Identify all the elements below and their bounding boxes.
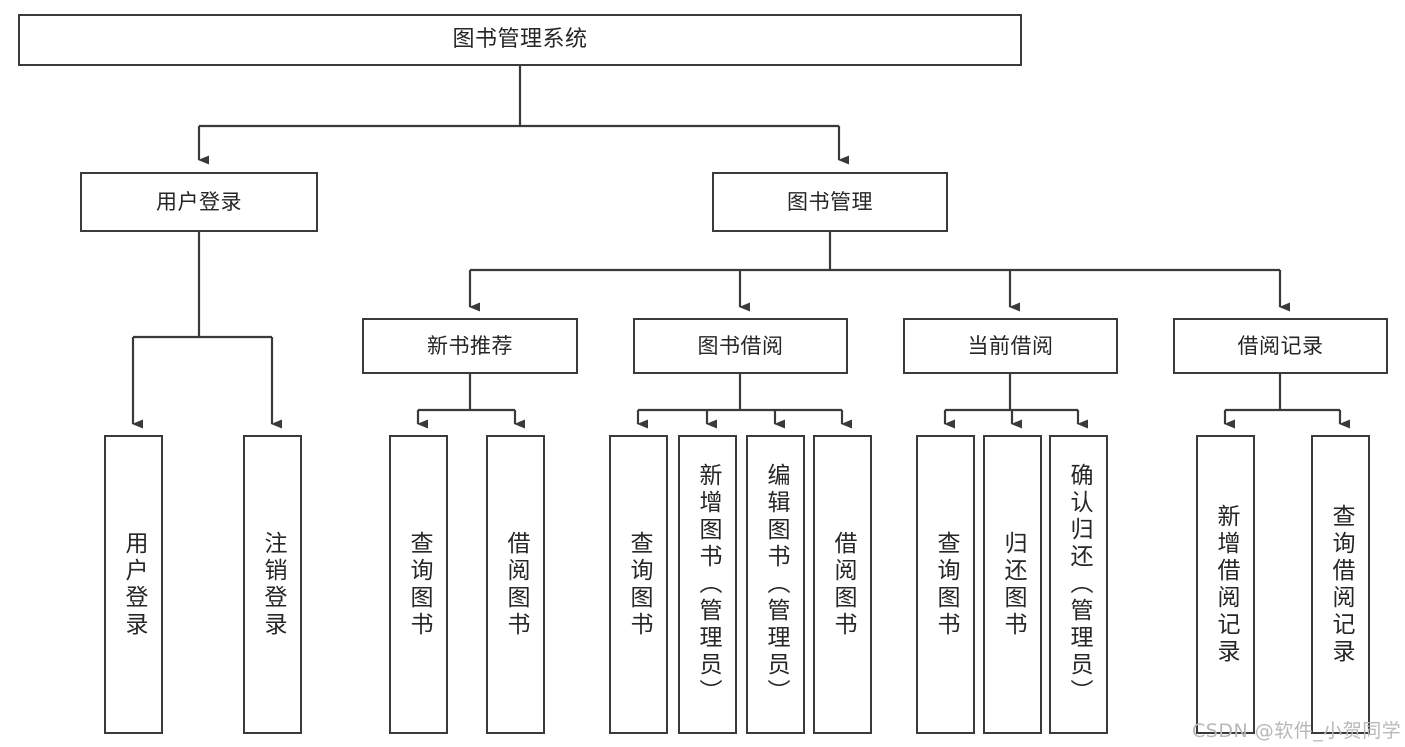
leaf-label: 编辑图书（管理员） <box>763 463 789 706</box>
leaf-label: 借阅图书 <box>830 530 856 639</box>
leaf-label: 归还图书 <box>1000 530 1026 639</box>
leaf-label: 确认归还（管理员） <box>1066 463 1092 706</box>
node-user-login[interactable]: 用户登录 <box>80 172 318 232</box>
leaf-label: 用户登录 <box>121 530 147 639</box>
leaf-borrow-edit-book-admin[interactable]: 编辑图书（管理员） <box>746 435 805 734</box>
leaf-new-book-borrow[interactable]: 借阅图书 <box>486 435 545 734</box>
leaf-label: 新增图书（管理员） <box>695 463 721 706</box>
leaf-borrow-borrow-book[interactable]: 借阅图书 <box>813 435 872 734</box>
leaf-label: 注销登录 <box>260 530 286 639</box>
node-root[interactable]: 图书管理系统 <box>18 14 1022 66</box>
leaf-label: 查询图书 <box>933 530 959 639</box>
node-new-book-recommend[interactable]: 新书推荐 <box>362 318 578 374</box>
leaf-user-login-signout[interactable]: 注销登录 <box>243 435 302 734</box>
leaf-new-book-query[interactable]: 查询图书 <box>389 435 448 734</box>
leaf-user-login-signin[interactable]: 用户登录 <box>104 435 163 734</box>
node-book-management[interactable]: 图书管理 <box>712 172 948 232</box>
leaf-borrow-add-book-admin[interactable]: 新增图书（管理员） <box>678 435 737 734</box>
leaf-label: 查询图书 <box>406 530 432 639</box>
node-root-label: 图书管理系统 <box>452 27 588 53</box>
leaf-record-query[interactable]: 查询借阅记录 <box>1311 435 1370 734</box>
node-borrow-record-label: 借阅记录 <box>1237 333 1324 358</box>
leaf-label: 查询借阅记录 <box>1328 503 1354 666</box>
leaf-label: 新增借阅记录 <box>1213 503 1239 666</box>
leaf-current-confirm-return-admin[interactable]: 确认归还（管理员） <box>1049 435 1108 734</box>
node-book-borrow[interactable]: 图书借阅 <box>633 318 848 374</box>
node-current-borrow[interactable]: 当前借阅 <box>903 318 1118 374</box>
leaf-current-query-book[interactable]: 查询图书 <box>916 435 975 734</box>
leaf-current-return-book[interactable]: 归还图书 <box>983 435 1042 734</box>
node-book-management-label: 图书管理 <box>787 189 873 214</box>
node-borrow-record[interactable]: 借阅记录 <box>1173 318 1388 374</box>
leaf-label: 查询图书 <box>626 530 652 639</box>
leaf-label: 借阅图书 <box>503 530 529 639</box>
watermark-text: CSDN @软件_小贺同学 <box>1192 720 1402 742</box>
leaf-record-add[interactable]: 新增借阅记录 <box>1196 435 1255 734</box>
node-current-borrow-label: 当前借阅 <box>967 333 1054 358</box>
node-new-book-recommend-label: 新书推荐 <box>427 333 513 358</box>
node-user-login-label: 用户登录 <box>156 189 242 214</box>
node-book-borrow-label: 图书借阅 <box>697 333 784 358</box>
leaf-borrow-query-book[interactable]: 查询图书 <box>609 435 668 734</box>
